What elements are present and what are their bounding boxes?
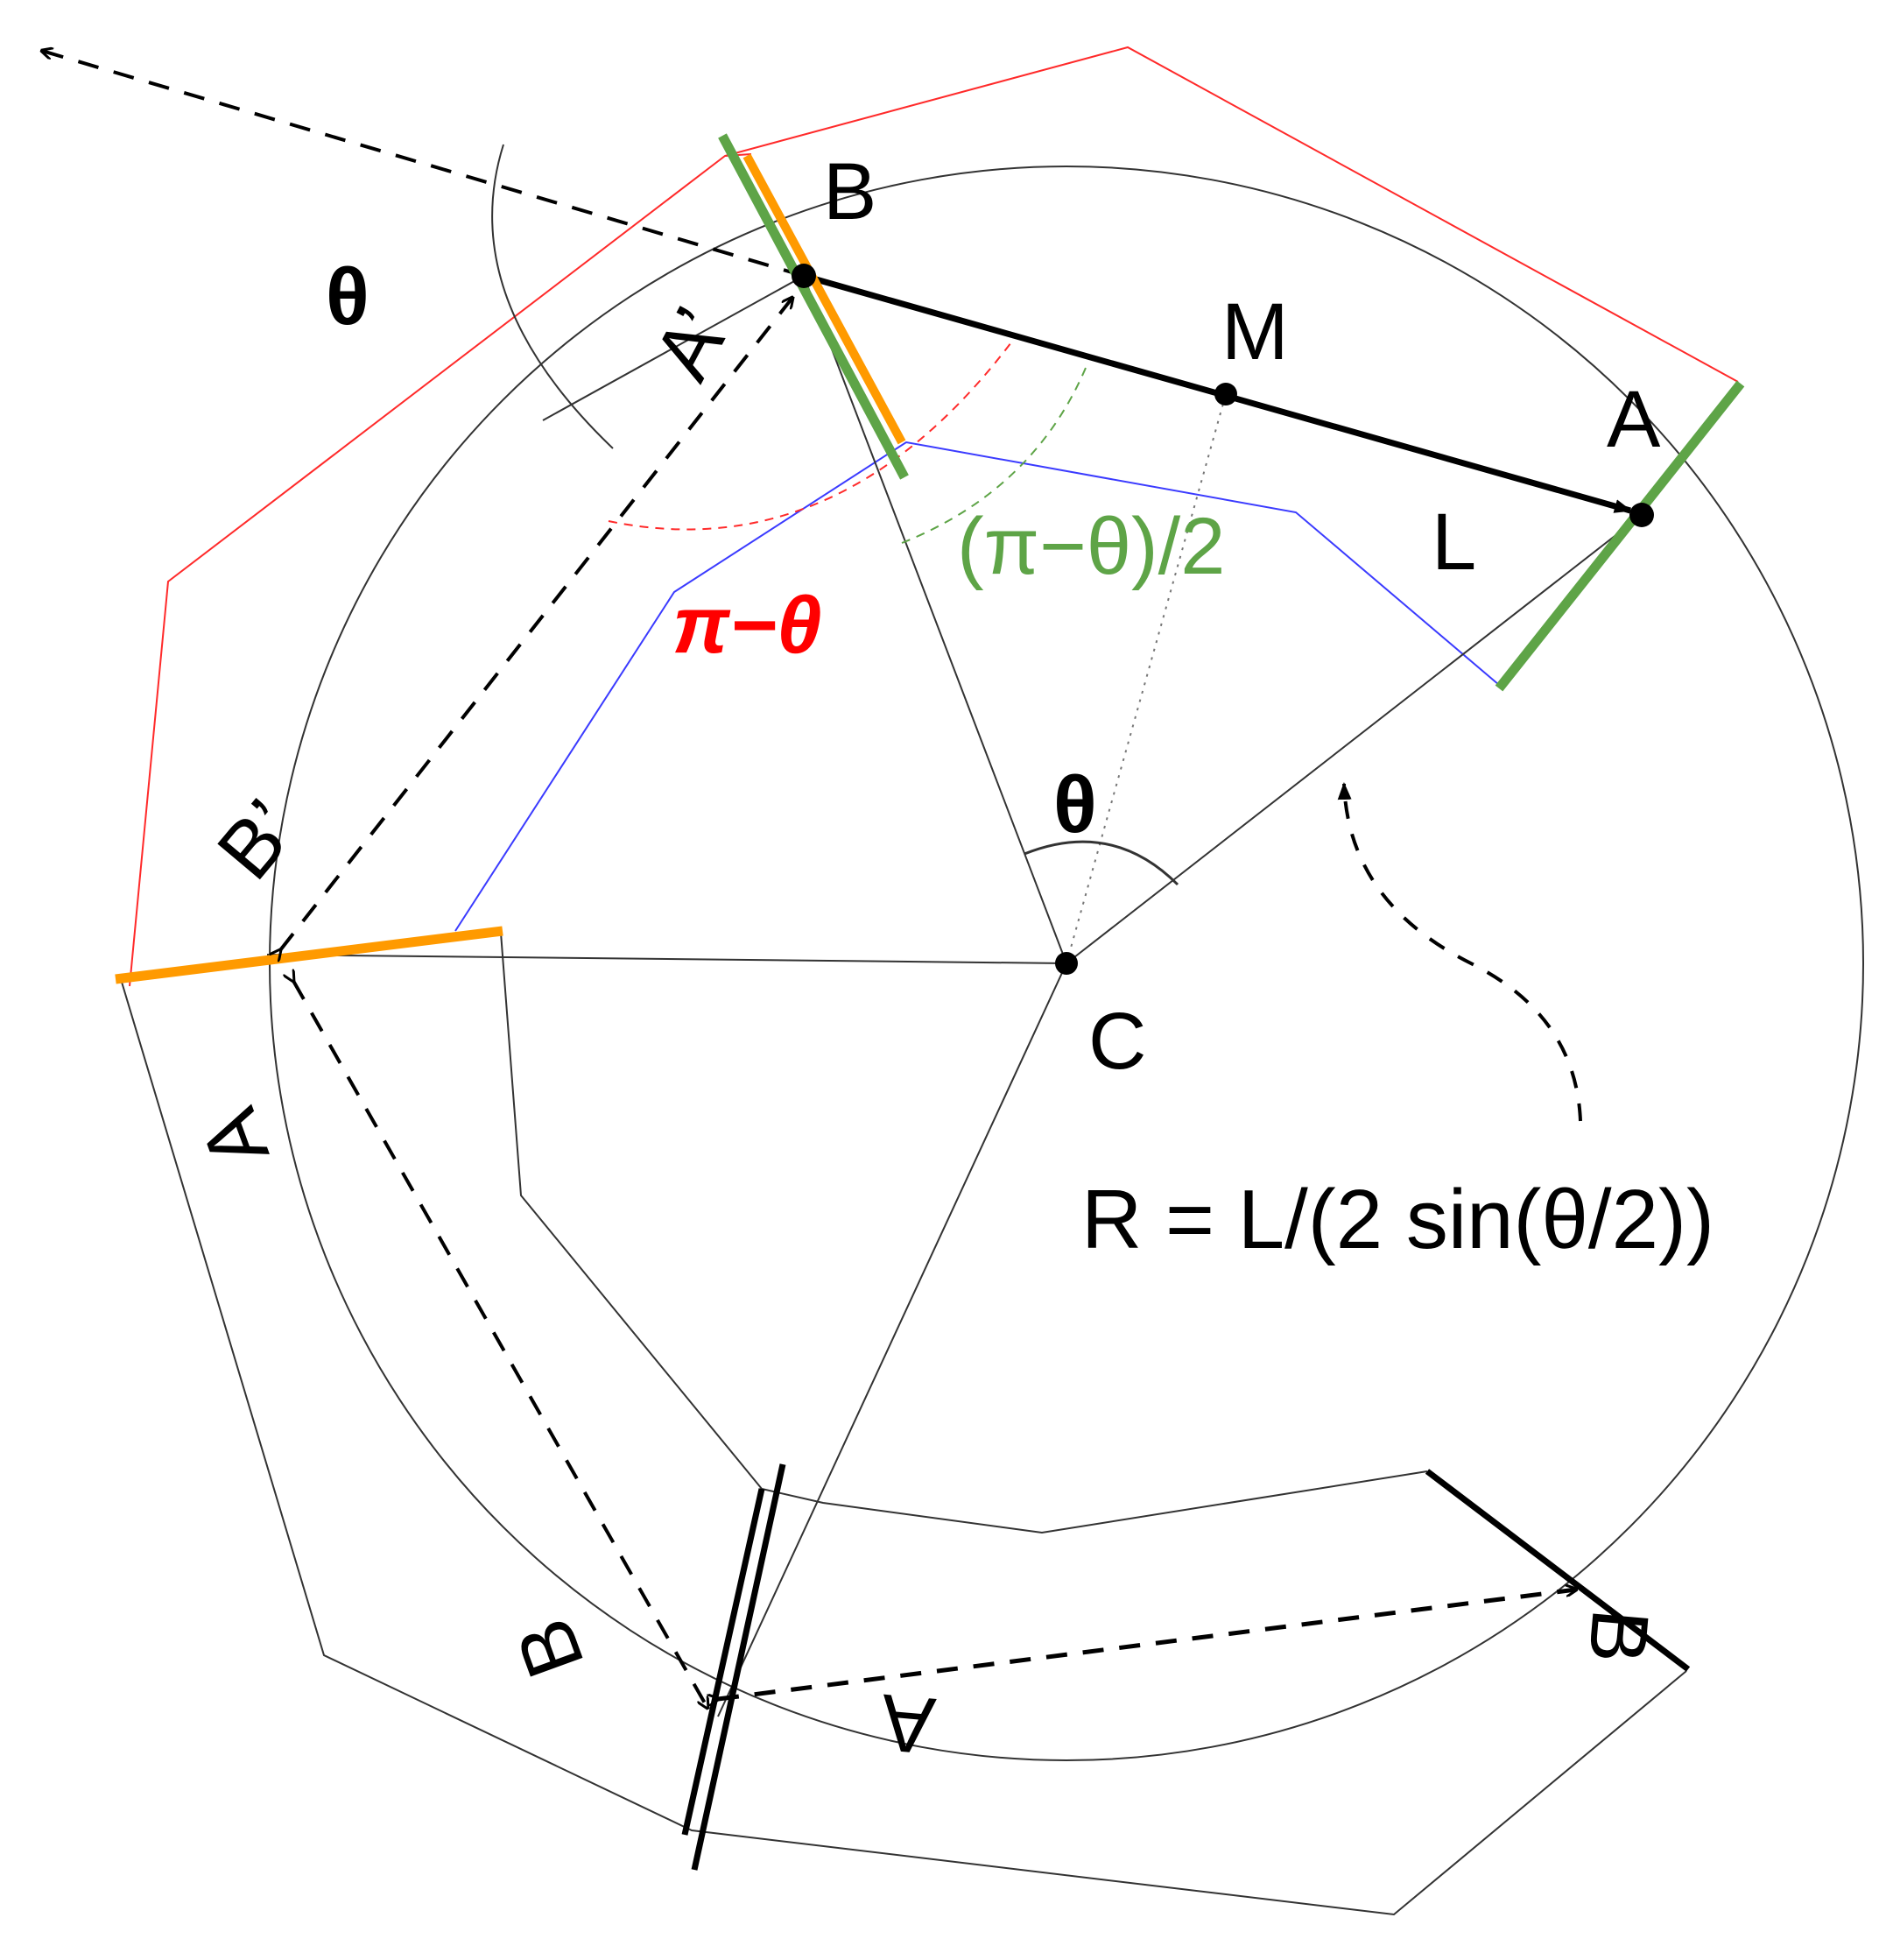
theta-arc-center: [1024, 840, 1179, 886]
black-bar-bottom-a: [681, 1488, 765, 1836]
orange-bar-b: [742, 153, 906, 445]
point-m: [1214, 383, 1237, 405]
point-a: [1629, 503, 1654, 527]
label-aprime: A’: [637, 293, 747, 393]
arc-arrow-bottom-right: [718, 1590, 1576, 1699]
label-b-bottom-right: B: [1572, 1605, 1665, 1667]
arc-arrow-bprime-bottom: [293, 981, 707, 1708]
dotted-c-m: [1066, 393, 1227, 964]
orange-bar-bprime: [115, 926, 503, 984]
label-theta-outer: θ: [326, 252, 369, 342]
label-half-pi-minus-theta: (π−θ)/2: [957, 502, 1225, 591]
black-bar-bottom-b: [691, 1463, 786, 1871]
label-pi-minus-theta: π−θ: [672, 581, 822, 670]
arc-arrow-bprime-aprime: [280, 298, 792, 950]
half-angle-arc: [901, 367, 1087, 544]
black-outer-polygon-bottom: [120, 978, 1687, 1916]
label-a-bottom: A: [876, 1677, 939, 1771]
label-a: A: [1607, 375, 1661, 464]
green-bar-a: [1495, 380, 1745, 692]
point-c: [1055, 952, 1078, 975]
green-bar-b: [718, 133, 909, 480]
label-l: L: [1432, 497, 1476, 587]
label-bprime: B’: [201, 784, 315, 896]
red-outer-polygon: [129, 46, 1739, 987]
radius-pointer-arrow: [1337, 782, 1582, 1122]
radius-formula: R = L/(2 sin(θ/2)): [1081, 1173, 1714, 1266]
label-theta-center: θ: [1053, 760, 1097, 850]
radius-c-a: [1066, 514, 1643, 964]
black-bar-bottom-right: [1425, 1469, 1691, 1672]
radius-c-b: [803, 275, 1067, 964]
label-a-left: A: [184, 1097, 286, 1179]
label-m: M: [1221, 287, 1289, 377]
radius-c-bottom: [717, 962, 1067, 1717]
label-c: C: [1088, 997, 1146, 1086]
label-b: B: [823, 147, 876, 236]
radius-c-bprime: [266, 954, 1067, 964]
point-b: [792, 264, 816, 288]
tangent-extension-arrow: [42, 51, 805, 278]
label-b-bottom: B: [499, 1607, 602, 1689]
